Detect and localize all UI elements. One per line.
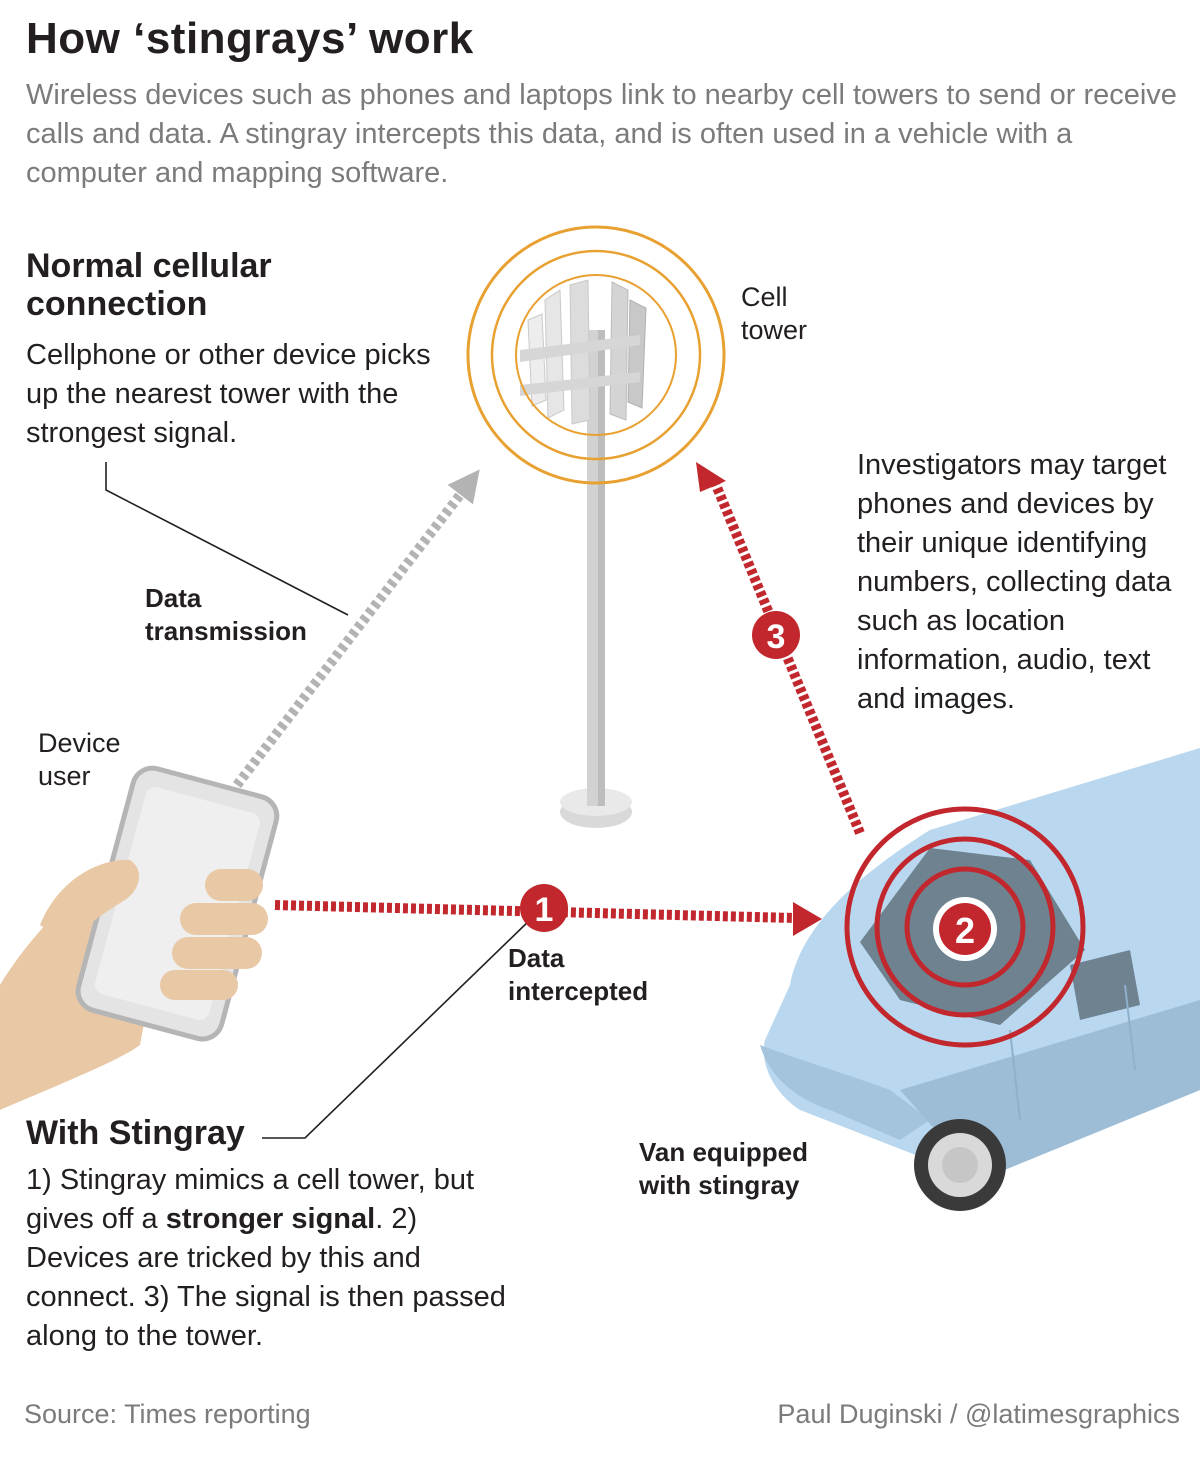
marker-two-number: 2: [955, 910, 975, 951]
page-title: How ‘stingrays’ work: [26, 14, 474, 63]
marker-one: 1: [520, 884, 568, 932]
leader-line-stingray: [262, 916, 534, 1139]
cell-tower-label: Cell tower: [741, 282, 808, 345]
stingray-description: 1) Stingray mimics a cell tower, but giv…: [26, 1161, 516, 1356]
marker-three: 3: [752, 611, 800, 659]
stingray-description-emphasis: stronger signal: [165, 1203, 376, 1235]
source-note: Source: Times reporting: [24, 1399, 311, 1429]
leader-line-normal: [105, 462, 349, 616]
data-transmission-label: Data transmission: [145, 583, 307, 646]
stingray-signal-rings: [844, 806, 1086, 1048]
van-label: Van equipped with stingray: [639, 1137, 809, 1200]
credit-line: Paul Duginski / @latimesgraphics: [777, 1399, 1180, 1429]
page-subtitle: Wireless devices such as phones and lapt…: [26, 79, 1177, 189]
marker-two: 2: [933, 897, 997, 961]
cell-tower-icon: [466, 225, 726, 828]
stingray-heading: With Stingray: [26, 1114, 245, 1152]
stingray-description-part2: . 2) Devices are tricked by this and con…: [26, 1203, 506, 1352]
normal-connection-description: Cellphone or other device picks up the n…: [26, 339, 431, 449]
phone-in-hand-icon: [0, 765, 280, 1110]
data-transmission-arrow: [233, 469, 480, 789]
device-user-label: Device user: [38, 728, 121, 791]
investigators-description: Investigators may target phones and devi…: [857, 449, 1172, 715]
stingray-description-part1: 1) Stingray mimics a cell tower, but giv…: [26, 1164, 475, 1235]
data-intercepted-label: Data intercepted: [508, 943, 649, 1006]
signal-relay-arrow: [696, 462, 865, 835]
normal-connection-heading: Normal cellular connection: [26, 247, 272, 323]
marker-one-number: 1: [535, 891, 554, 929]
marker-three-number: 3: [767, 618, 786, 656]
